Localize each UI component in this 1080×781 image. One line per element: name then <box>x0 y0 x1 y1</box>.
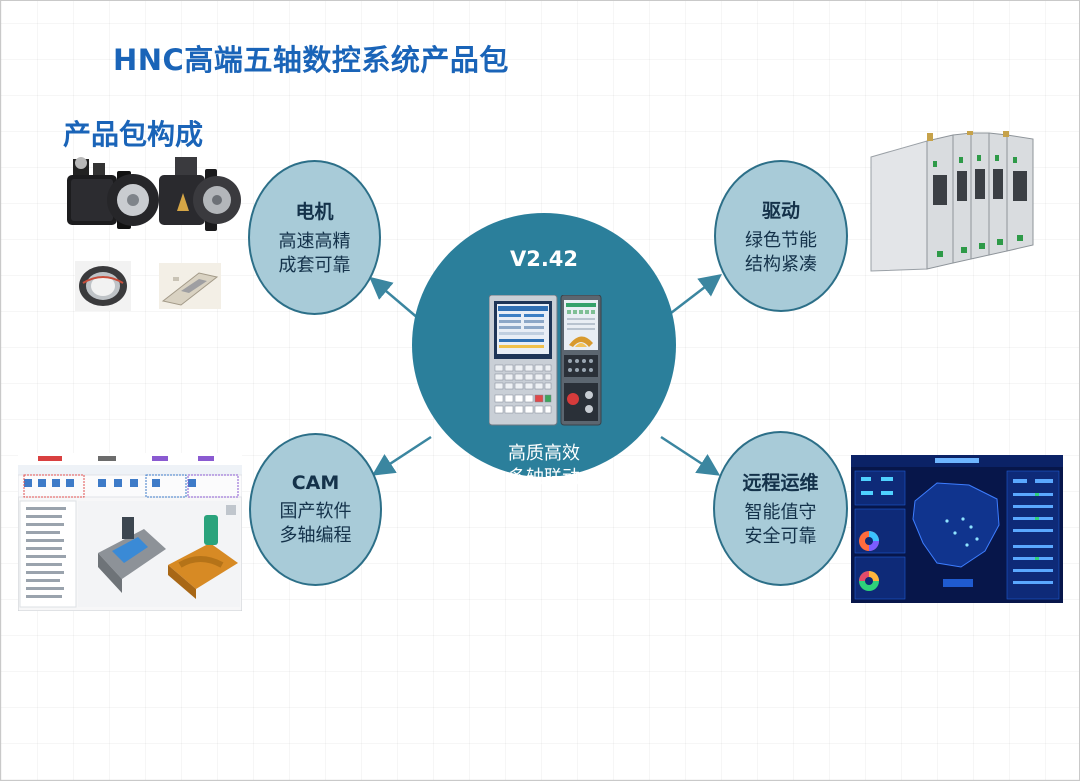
cnc-panel-image <box>489 295 602 426</box>
page-title: HNC高端五轴数控系统产品包 <box>113 43 509 77</box>
arrow-to-motor <box>369 276 420 320</box>
bearing-image <box>75 261 131 311</box>
remote-line-2: 安全可靠 <box>744 526 817 547</box>
remote-bubble: 远程运维 智能值守 安全可靠 <box>713 431 848 586</box>
cam-bubble: CAM 国产软件 多轴编程 <box>249 433 382 586</box>
version-label: V2.42 <box>509 247 579 271</box>
cam-line-2: 多轴编程 <box>279 524 352 546</box>
servo-drive-image <box>870 131 1034 272</box>
motor-heading: 电机 <box>295 201 334 223</box>
drive-heading: 驱动 <box>761 199 800 222</box>
servo-motor-image <box>67 157 241 231</box>
drive-bubble: 驱动 绿色节能 结构紧凑 <box>714 160 848 312</box>
motor-line-2: 成套可靠 <box>278 255 351 276</box>
remote-dashboard-image <box>851 455 1063 603</box>
cam-line-1: 国产软件 <box>279 500 352 522</box>
arrow-to-cam <box>371 435 432 476</box>
center-hub: V2.42 <box>412 213 676 488</box>
cam-software-image <box>18 453 242 611</box>
remote-heading: 远程运维 <box>742 472 819 494</box>
cam-heading: CAM <box>291 471 340 494</box>
motor-bubble: 电机 高速高精 成套可靠 <box>248 160 381 315</box>
center-line-1: 高质高效 <box>508 443 580 464</box>
arrow-to-drive <box>670 273 722 314</box>
section-title: 产品包构成 <box>63 118 204 151</box>
remote-line-1: 智能值守 <box>744 502 817 523</box>
drive-line-1: 绿色节能 <box>745 229 817 251</box>
drive-line-2: 结构紧凑 <box>745 253 817 275</box>
arrow-to-remote <box>660 435 721 476</box>
center-line-2: 多轴联动 <box>508 467 580 488</box>
linear-motor-image <box>159 263 221 309</box>
motor-line-1: 高速高精 <box>278 231 351 252</box>
